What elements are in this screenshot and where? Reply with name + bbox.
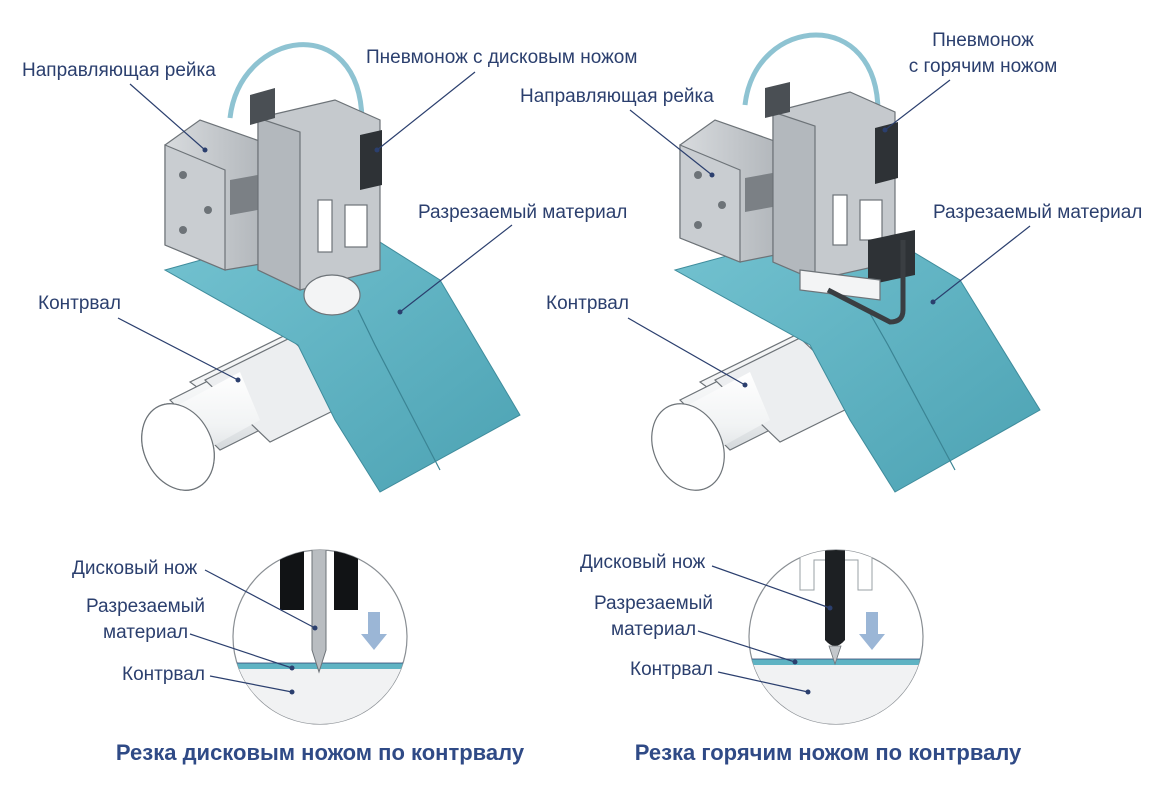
label-disc-knife-left: Дисковый нож [72,558,198,579]
right-detail-view: Дисковый нож Разрезаемый материал Контрв… [580,549,924,725]
label-detail-counter-roll-left: Контрвал [122,664,205,685]
right-knife-unit [765,82,915,325]
label-material-left: Разрезаемый материал [418,202,627,223]
label-guide-rail-right: Направляющая рейка [520,86,714,107]
label-counter-roll-left: Контрвал [38,293,121,314]
left-knife-unit [250,88,382,316]
label-pneumatic-knife-right-2: с горячим ножом [909,56,1058,77]
label-pneumatic-knife-right-1: Пневмонож [932,30,1034,51]
label-material-right: Разрезаемый материал [933,202,1142,223]
label-detail-material-right-2: материал [611,619,696,640]
label-detail-counter-roll-right: Контрвал [630,659,713,680]
caption-right: Резка горячим ножом по контрвалу [635,740,1022,765]
left-labels: Направляющая рейка Пневмонож с дисковым … [22,47,637,383]
label-disc-knife-right: Дисковый нож [580,552,706,573]
label-guide-rail-left: Направляющая рейка [22,60,216,81]
label-detail-material-left-2: материал [103,622,188,643]
right-labels: Пневмонож с горячим ножом Направляющая р… [520,30,1142,388]
label-detail-material-right-1: Разрезаемый [594,593,713,614]
left-counter-roll [141,327,362,491]
caption-left: Резка дисковым ножом по контрвалу [116,740,525,765]
right-guide-rail [679,119,801,263]
left-assembly [141,42,521,493]
left-detail-view: Дисковый нож Разрезаемый материал Контрв… [72,549,408,725]
right-air-cable [742,32,881,116]
down-arrow-icon [361,612,387,650]
right-assembly [651,32,1041,493]
label-detail-material-left-1: Разрезаемый [86,596,205,617]
left-air-cable [227,42,365,121]
label-counter-roll-right: Контрвал [546,293,629,314]
label-pneumatic-knife-left: Пневмонож с дисковым ножом [366,47,637,68]
down-arrow-icon [859,612,885,650]
